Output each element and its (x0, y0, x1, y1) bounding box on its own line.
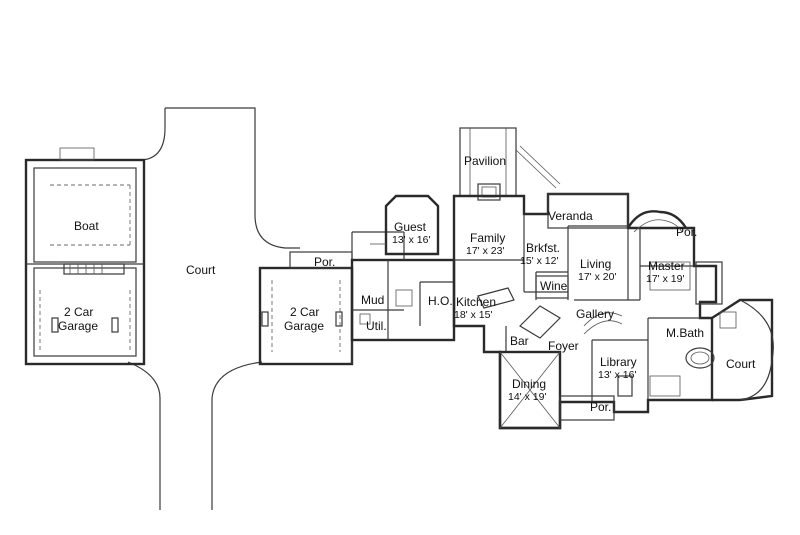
room-label-boat: Boat (74, 219, 99, 233)
room-label-dining: Dining (512, 377, 546, 391)
room-label-mbath: M.Bath (666, 326, 704, 340)
room-label-guest: Guest (394, 220, 427, 234)
room-dim-family: 17' x 23' (466, 245, 504, 257)
room-label-garage-mid-line1: 2 Car (290, 305, 319, 319)
room-label-living: Living (580, 257, 611, 271)
master-bath-and-court (685, 298, 774, 402)
room-label-garage-left-line1: 2 Car (64, 305, 93, 319)
room-label-garage-left-line2: Garage (58, 319, 98, 333)
room-dim-living: 17' x 20' (578, 271, 616, 283)
room-label-wine: Wine (540, 279, 568, 293)
room-label-foyer: Foyer (548, 339, 579, 353)
room-label-master: Master (648, 259, 685, 273)
middle-garage-building (258, 232, 354, 366)
room-label-mud: Mud (361, 293, 384, 307)
driveway-outline (127, 107, 300, 510)
room-label-pavilion: Pavilion (464, 154, 506, 168)
dining-room (498, 350, 615, 430)
room-label-kitchen: Kitchen (456, 295, 496, 309)
room-label-porch-left: Por. (314, 255, 335, 269)
left-garage-building (24, 147, 146, 366)
room-label-library: Library (600, 355, 637, 369)
room-label-bar: Bar (510, 334, 529, 348)
room-dim-library: 13' x 16' (598, 369, 636, 381)
room-label-ho: H.O. (428, 294, 453, 308)
veranda-and-master-bay (547, 193, 723, 305)
room-dim-dining: 14' x 19' (508, 391, 546, 403)
room-dim-brkfst: 15' x 12' (520, 255, 558, 267)
library-fixtures (617, 375, 681, 397)
room-dim-guest: 13' x 16' (392, 234, 430, 246)
room-label-court-main: Court (186, 263, 216, 277)
room-label-util: Util. (366, 319, 387, 333)
room-label-porch-master: Por. (676, 225, 697, 239)
room-dim-master: 17' x 19' (646, 273, 684, 285)
room-label-gallery: Gallery (576, 307, 614, 321)
room-label-court-right: Court (726, 357, 756, 371)
room-label-brkfst: Brkfst. (526, 241, 560, 255)
room-dim-kitchen: 18' x 15' (454, 309, 492, 321)
room-label-garage-mid-line2: Garage (284, 319, 324, 333)
guest-room (370, 194, 440, 256)
room-label-porch-front: Por. (590, 400, 611, 414)
foyer-stair (519, 305, 623, 339)
room-label-veranda: Veranda (548, 209, 593, 223)
room-label-family: Family (470, 231, 505, 245)
kitchen-island (477, 275, 569, 309)
